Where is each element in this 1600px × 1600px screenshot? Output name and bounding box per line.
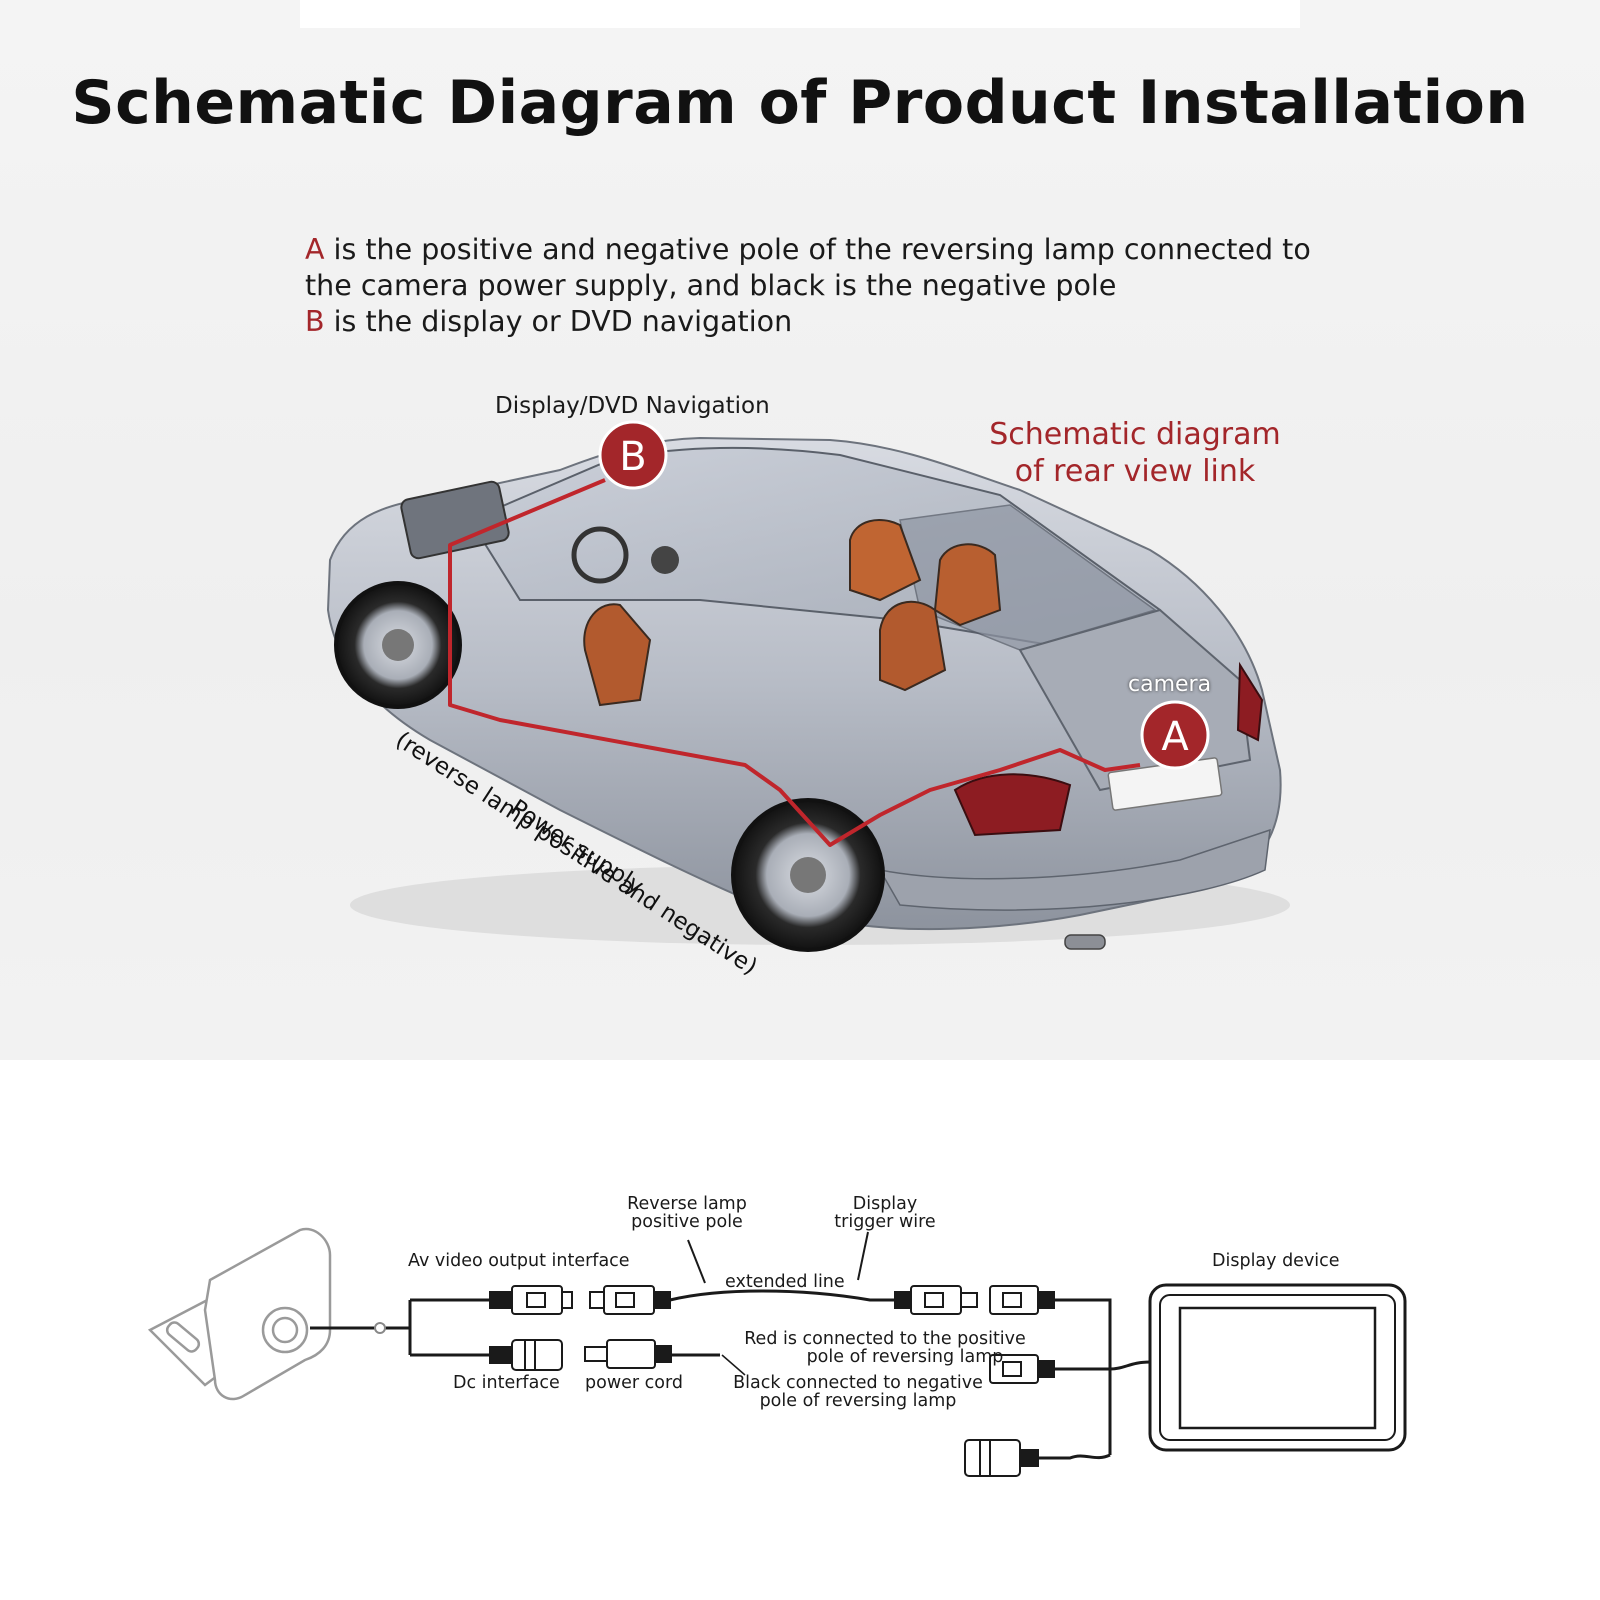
steering-wheel [571,526,629,584]
engine-block [400,480,510,560]
rear-view-link-line-1: Schematic diagram [989,417,1281,452]
rear-seat-right [933,543,1002,627]
legend-a-text-1: is the positive and negative pole of the… [324,233,1311,266]
red-positive-line-1: Red is connected to the positive [744,1329,1026,1349]
display-dc-cable [1038,1453,1111,1460]
legend-b-text: is the display or DVD navigation [324,305,793,338]
driver-seat [879,600,947,692]
tail-light-left [953,773,1072,837]
rear-wheel-hub [790,857,826,893]
tail-light-right [1236,661,1264,742]
dashboard-console [651,546,679,574]
display-trigger-pointer [857,1231,869,1281]
display-dvd-label: Display/DVD Navigation [495,393,770,419]
red-positive-line-2: pole of reversing lamp [806,1347,1004,1367]
rear-bumper [878,828,1271,911]
display-trigger-line-2: trigger wire [834,1212,936,1232]
display-dc-connector [964,1439,1039,1477]
power-cord-connector [584,1339,672,1369]
extended-line [669,1289,895,1302]
exhaust-pipe [1064,934,1106,950]
front-wheel-hub [382,629,414,661]
extension-input-connector [589,1285,671,1315]
extension-output-connector [894,1285,978,1315]
legend: A is the positive and negative pole of t… [305,232,1325,340]
black-negative-label: Black connected to negative pole of reve… [728,1374,988,1410]
page-title: Schematic Diagram of Product Installatio… [71,68,1529,138]
power-cord-label: power cord [585,1373,683,1393]
dc-interface-connector [489,1339,563,1371]
display-trigger-line-1: Display [852,1194,918,1214]
black-negative-line-2: pole of reversing lamp [759,1391,957,1411]
legend-a-line-2: the camera power supply, and black is th… [305,269,1117,302]
black-negative-line-1: Black connected to negative [733,1373,983,1393]
reverse-lamp-pointer [687,1239,706,1284]
red-positive-label: Red is connected to the positive pole of… [740,1330,1030,1366]
display-video-connector [989,1285,1055,1315]
marker-b-letter: B [619,434,646,480]
legend-a-line-1: A is the positive and negative pole of t… [305,232,1325,268]
av-output-connector [489,1285,573,1315]
display-power-cable [1054,1360,1151,1371]
legend-b-line: B is the display or DVD navigation [305,304,1325,340]
power-cord-pointer [721,1354,746,1376]
legend-b-letter: B [305,305,325,338]
camera-device [147,1227,332,1401]
marker-a-circle [1140,700,1210,770]
extended-line-label: extended line [725,1272,845,1292]
display-video-cable [1054,1298,1112,1455]
front-seat [583,603,652,707]
reverse-lamp-line-2: positive pole [631,1212,743,1232]
display-device-label: Display device [1212,1251,1340,1271]
display-trigger-label: Display trigger wire [820,1195,950,1231]
display-power-connector [989,1354,1055,1384]
camera-label: camera [1128,672,1212,697]
reverse-lamp-label: Reverse lamp positive pole [612,1195,762,1231]
display-device [1148,1283,1407,1452]
marker-a-letter: A [1161,714,1189,760]
rear-view-link-label: Schematic diagram of rear view link [965,416,1305,490]
marker-b-circle [598,420,668,490]
power-wire-route [448,478,1141,847]
top-white-strip [300,0,1300,28]
legend-a-letter: A [305,233,325,266]
reverse-lamp-line-1: Reverse lamp [627,1194,747,1214]
cable-node [374,1322,386,1334]
rear-view-link-line-2: of rear view link [1014,454,1256,489]
av-output-label: Av video output interface [408,1251,630,1271]
dc-interface-label: Dc interface [453,1373,560,1393]
rear-seat [849,519,922,602]
